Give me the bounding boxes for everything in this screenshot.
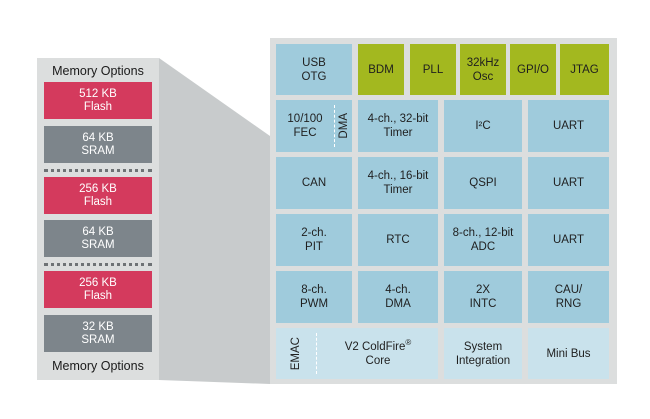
emac-core-divider <box>316 333 317 374</box>
memory-block-sram-32: 32 KB SRAM <box>44 315 152 352</box>
block-pll: PLL <box>410 44 456 95</box>
block-v2-coldfire-core: V2 ColdFire® Core <box>318 328 438 379</box>
memory-options-panel: Memory Options 512 KB Flash 64 KB SRAM 2… <box>37 58 159 380</box>
block-uart-1: UART <box>528 100 609 152</box>
memory-divider <box>44 169 152 172</box>
zoom-wedge <box>159 58 270 384</box>
block-jtag: JTAG <box>560 44 609 95</box>
block-i2c: I²C <box>444 100 522 152</box>
block-cau-rng: CAU/ RNG <box>528 271 609 323</box>
block-gpio: GPI/O <box>510 44 556 95</box>
block-dma-vertical: DMA <box>336 100 352 152</box>
block-intc: 2X INTC <box>444 271 522 323</box>
block-rtc: RTC <box>358 214 438 266</box>
block-can: CAN <box>276 157 352 209</box>
block-system-integration: System Integration <box>444 328 522 379</box>
block-timer-16bit: 4-ch., 16-bit Timer <box>358 157 438 209</box>
block-pwm: 8-ch. PWM <box>276 271 352 323</box>
block-uart-3: UART <box>528 214 609 266</box>
memory-block-flash-512: 512 KB Flash <box>44 82 152 119</box>
memory-divider <box>44 263 152 266</box>
memory-block-sram-64: 64 KB SRAM <box>44 220 152 257</box>
dma-vertical-label: DMA <box>338 113 350 139</box>
chip-block-diagram: USB OTG BDM PLL 32kHz Osc GPI/O JTAG 10/… <box>270 38 617 384</box>
core-title: V2 ColdFire <box>344 340 406 353</box>
block-timer-32bit: 4-ch., 32-bit Timer <box>358 100 438 152</box>
block-32khz-osc: 32kHz Osc <box>460 44 506 95</box>
block-qspi: QSPI <box>444 157 522 209</box>
fec-dma-divider <box>334 105 335 147</box>
registered-mark: ® <box>405 337 412 347</box>
block-uart-2: UART <box>528 157 609 209</box>
block-fec-dma-group: 10/100 FEC DMA <box>276 100 352 152</box>
memory-block-sram-64: 64 KB SRAM <box>44 126 152 163</box>
memory-block-flash-256: 256 KB Flash <box>44 177 152 214</box>
memory-options-title-top: Memory Options <box>52 64 144 78</box>
core-title-line: V2 ColdFire® <box>344 337 412 354</box>
block-pit: 2-ch. PIT <box>276 214 352 266</box>
block-mini-bus: Mini Bus <box>528 328 609 379</box>
block-dma-4ch: 4-ch. DMA <box>358 271 438 323</box>
emac-vertical-label: EMAC <box>290 336 302 371</box>
core-subtitle: Core <box>365 354 391 367</box>
memory-options-title-bottom: Memory Options <box>52 359 144 373</box>
block-emac-core-group: EMAC V2 ColdFire® Core <box>276 328 438 379</box>
block-bdm: BDM <box>358 44 404 95</box>
block-10-100-fec: 10/100 FEC <box>287 113 323 139</box>
block-emac-vertical: EMAC <box>276 328 316 379</box>
memory-block-flash-256: 256 KB Flash <box>44 271 152 308</box>
block-adc: 8-ch., 12-bit ADC <box>444 214 522 266</box>
block-usb-otg: USB OTG <box>276 44 352 95</box>
